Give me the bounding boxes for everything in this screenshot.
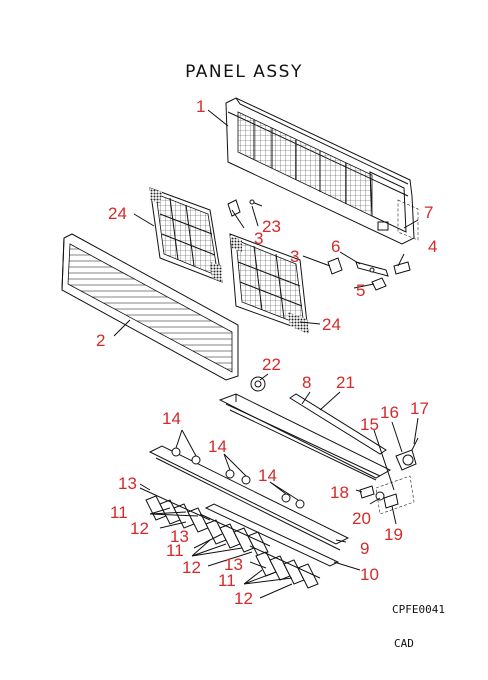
- callout-4: 4: [428, 237, 437, 256]
- wire-part-17: [411, 437, 419, 451]
- callout-3-lower: 3: [290, 247, 299, 266]
- clip-part-3b: [327, 257, 343, 275]
- callout-labels: 1 2 3 3 4 5 6 7 8 9 10 11 11 11 12 12 12…: [96, 97, 437, 608]
- callout-14-c: 14: [258, 466, 277, 485]
- callout-12-c: 12: [234, 589, 253, 608]
- holder-part-5: [371, 277, 387, 291]
- callout-19: 19: [384, 525, 403, 544]
- callout-11-a: 11: [110, 503, 128, 522]
- callout-3-upper: 3: [254, 229, 263, 248]
- callout-13-c: 13: [224, 555, 243, 574]
- callout-23: 23: [262, 217, 281, 236]
- callout-24-lower: 24: [322, 315, 341, 334]
- blade-group-lower: [249, 545, 321, 589]
- callout-8: 8: [302, 373, 311, 392]
- bracket-part-19: [383, 493, 399, 509]
- blade-group-upper: [139, 487, 211, 533]
- air-filter-upper: [149, 187, 223, 283]
- callout-13-a: 13: [118, 474, 137, 493]
- callout-9: 9: [360, 539, 369, 558]
- callout-20: 20: [352, 509, 371, 528]
- diagram-title: PANEL ASSY: [185, 62, 303, 82]
- callout-12-a: 12: [130, 519, 149, 538]
- bearing-part-22: [250, 376, 266, 392]
- callout-18: 18: [330, 483, 349, 502]
- air-filter-lower: [229, 233, 309, 334]
- rod-part-21: [289, 393, 387, 455]
- callout-17: 17: [410, 399, 429, 418]
- front-panel: [61, 233, 239, 381]
- motor-part-16: [395, 449, 417, 471]
- callout-15: 15: [360, 415, 379, 434]
- callout-2: 2: [96, 331, 105, 350]
- blade-group-middle: [199, 513, 271, 557]
- callout-12-b: 12: [182, 558, 201, 577]
- callout-7: 7: [424, 203, 433, 222]
- small-fittings: [227, 199, 411, 291]
- callout-11-b: 11: [166, 541, 184, 560]
- cover-part-4: [393, 261, 411, 275]
- gear-part-20: [375, 491, 385, 501]
- callout-16: 16: [380, 403, 399, 422]
- link-bar-part-10: [204, 503, 340, 567]
- tray-part-8: [218, 393, 392, 479]
- motor-assembly: [359, 437, 419, 515]
- front-frame: [225, 97, 419, 245]
- clip-part-3a: [227, 199, 241, 217]
- callout-10: 10: [360, 565, 379, 584]
- drain-tray: [218, 393, 392, 481]
- callout-1: 1: [196, 97, 205, 116]
- callout-14-a: 14: [162, 409, 181, 428]
- callout-11-c: 11: [218, 571, 236, 590]
- cad-label: CAD: [394, 637, 414, 650]
- drawing-code: CPFE0041: [392, 603, 445, 616]
- callout-21: 21: [336, 373, 355, 392]
- gear-part-18: [359, 485, 375, 499]
- callout-6: 6: [331, 237, 340, 256]
- callout-24-upper: 24: [108, 204, 127, 223]
- callout-22: 22: [262, 355, 281, 374]
- leader-lines: [113, 109, 419, 599]
- callout-5: 5: [356, 281, 365, 300]
- callout-13-b: 13: [170, 527, 189, 546]
- callout-14-b: 14: [208, 437, 227, 456]
